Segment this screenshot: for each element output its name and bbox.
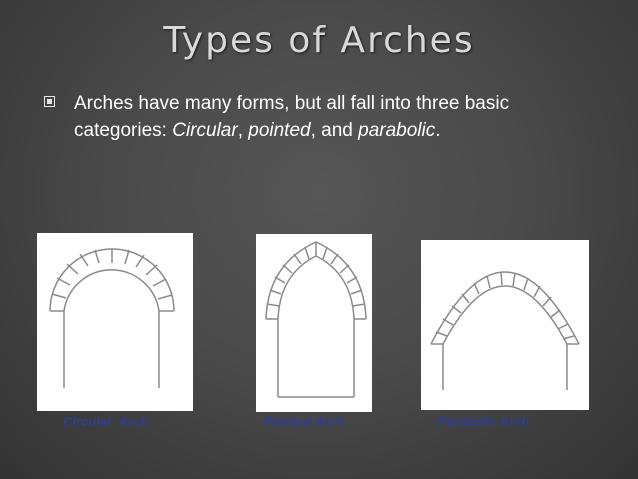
caption-circular-arch: Circular Arch xyxy=(63,414,149,429)
bullet-separator: , xyxy=(237,120,249,141)
circular-arch-drawing xyxy=(49,248,175,388)
circular-arch-figure xyxy=(37,233,193,411)
bullet-text: Arches have many forms, but all fall int… xyxy=(74,90,594,144)
pointed-arch-drawing xyxy=(265,241,367,398)
term-parabolic: parabolic xyxy=(358,120,436,141)
pointed-arch-figure xyxy=(256,234,372,412)
bullet-text-intro: Arches have many forms, but all fall int… xyxy=(74,93,510,141)
term-pointed: pointed xyxy=(248,120,311,141)
parabolic-arch-figure xyxy=(421,240,589,410)
caption-pointed-arch: Pointed Arch xyxy=(264,414,345,429)
bullet-period: . xyxy=(435,120,441,141)
term-circular: Circular xyxy=(172,120,238,141)
caption-parabolic-arch: Parabolic Arch xyxy=(438,414,530,429)
parabolic-arch-drawing xyxy=(430,271,580,390)
square-bullet-icon xyxy=(44,96,55,107)
slide-title: Types of Arches xyxy=(163,20,475,61)
bullet-separator: , and xyxy=(310,120,359,141)
